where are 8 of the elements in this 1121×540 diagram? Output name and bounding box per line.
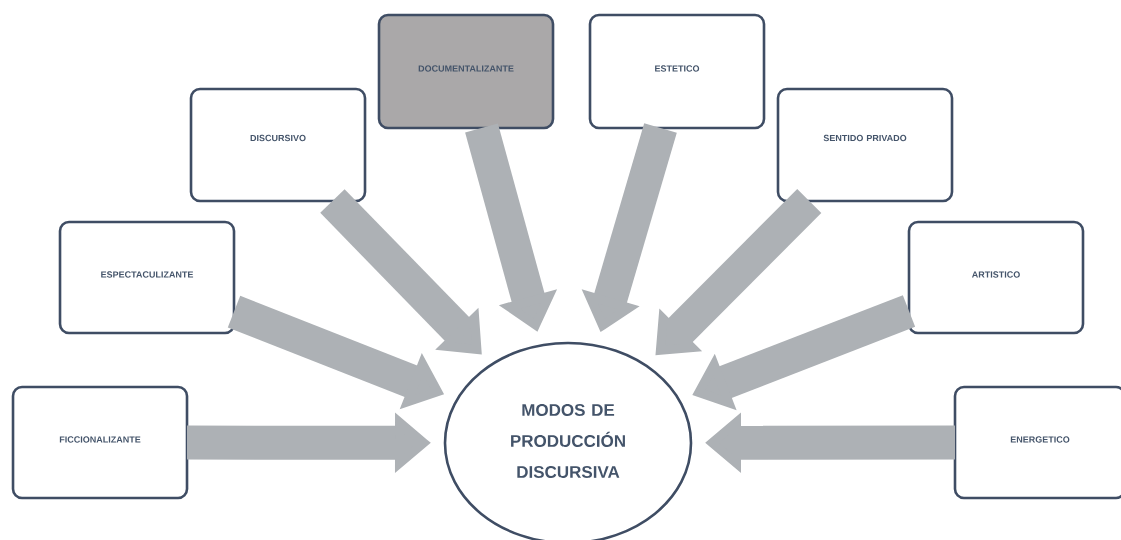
text-box: ESPECTACULIZANTE	[58, 220, 236, 335]
text-box: ENERGETICO	[953, 385, 1121, 500]
text-box: SENTIDO PRIVADO	[776, 87, 954, 203]
text-box: DOCUMENTALIZANTE	[377, 13, 555, 130]
text-box: ESTETICO	[588, 13, 766, 130]
text-box: FICCIONALIZANTE	[11, 385, 189, 500]
text-box: DISCURSIVO	[189, 87, 367, 203]
text-box: ARTISTICO	[907, 220, 1085, 335]
